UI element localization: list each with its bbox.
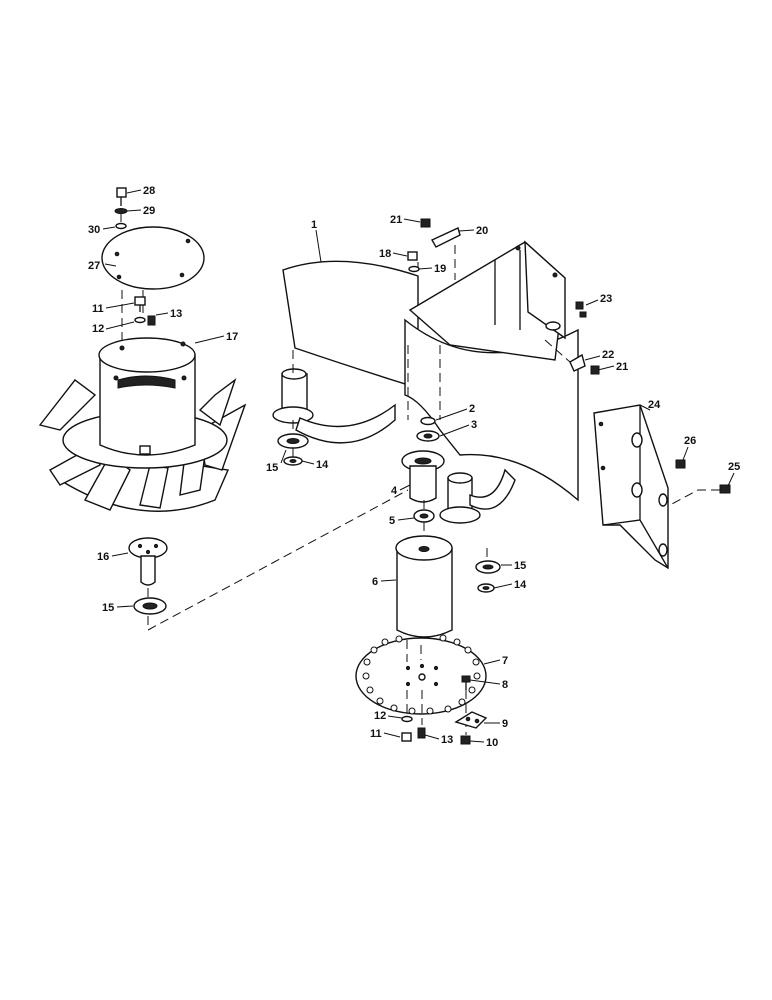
callout-26: 26 [684,435,696,447]
callout-16: 16 [97,551,109,563]
callout-13-lower: 13 [441,734,453,746]
callout-25: 25 [728,461,740,473]
callout-22: 22 [602,349,614,361]
part-15-bearing-right [475,560,501,574]
part-18-bolt [407,251,418,261]
part-27-cover-disc [101,226,205,290]
part-11-bolt-lower [401,732,412,742]
callout-12-lower: 12 [374,710,386,722]
callout-4: 4 [391,485,398,497]
callout-13-upper: 13 [170,308,182,320]
callout-18: 18 [379,248,391,260]
callout-24: 24 [648,399,661,411]
part-11-bolt-upper [134,296,146,312]
callout-15-left: 15 [102,602,114,614]
part-22-clip [569,353,586,372]
part-1-housing [272,240,579,524]
callout-8: 8 [502,679,508,691]
callout-19: 19 [434,263,446,275]
callout-5: 5 [389,515,395,527]
callout-7: 7 [502,655,508,667]
part-13-stud-upper [147,315,156,326]
callout-14-mid: 14 [316,459,329,471]
callout-9: 9 [502,718,508,730]
part-10-nut [460,735,471,745]
callout-28: 28 [143,185,155,197]
part-2-ring [420,416,436,426]
callout-17: 17 [226,331,238,343]
part-16-hub-flange [128,537,168,586]
leader-lines [102,189,735,743]
callout-20: 20 [476,225,488,237]
callout-29: 29 [143,205,155,217]
part-6-drum [395,535,453,638]
callout-2: 2 [469,403,475,415]
callout-23: 23 [600,293,612,305]
part-23-bolt [575,301,587,318]
callout-27: 27 [88,260,100,272]
part-24-side-bracket [593,404,669,570]
callout-11-upper: 11 [92,303,104,315]
part-25-bolt [719,484,731,494]
callout-11-lower: 11 [370,728,382,740]
callout-30: 30 [88,224,100,236]
callout-21-side: 21 [616,361,628,373]
callout-10: 10 [486,737,498,749]
part-29-washer [114,208,128,214]
part-12-washer-lower [401,715,413,723]
part-9-bracket [454,711,488,729]
part-15-bearing-mid [277,433,309,449]
callout-15-right: 15 [514,560,526,572]
callout-3: 3 [471,419,477,431]
part-12-washer-upper [134,316,146,324]
part-20-clip [431,227,461,248]
part-26-nut [675,459,686,469]
callout-12-upper: 12 [92,323,104,335]
callout-15-mid: 15 [266,462,278,474]
part-15-bearing-left [133,597,167,615]
part-5-bearing [413,509,435,523]
part-21-nut-side [590,365,600,375]
part-13-stud-lower [417,727,426,739]
part-8-bolt [461,675,471,690]
callout-1: 1 [311,219,317,231]
part-14-washer-mid [283,456,303,466]
part-7-perforated-plate [355,634,487,715]
callout-labels: 28 29 30 27 11 12 13 17 16 15 15 14 1 2 … [88,185,740,749]
callout-6: 6 [372,576,378,588]
part-14-washer-right [477,583,495,593]
callout-14-right: 14 [514,579,527,591]
part-4-bearing-housing [401,450,445,503]
part-17-spinner-hub [38,337,247,512]
part-3-bearing [416,430,440,442]
callout-21-upper: 21 [390,214,402,226]
part-28-bolt [116,187,127,206]
part-30-washer [115,222,127,230]
part-21-nut-upper [420,218,431,228]
part-19-washer [408,265,420,273]
